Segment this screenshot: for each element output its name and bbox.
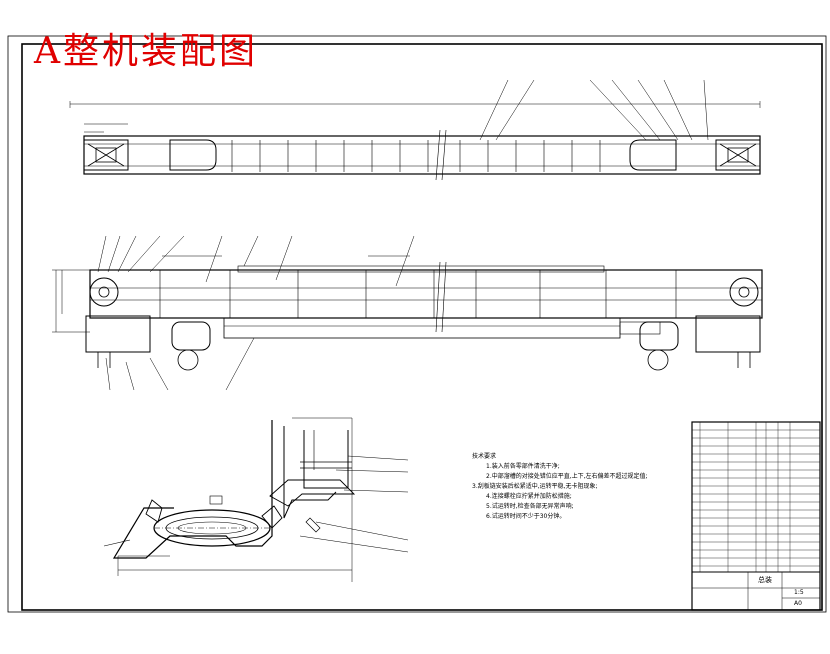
title-block-sheet: A0 — [794, 600, 802, 607]
cross-section-view — [103, 417, 409, 582]
plan-view — [69, 79, 761, 181]
tech-note-line: 1.装入前各零部件清洗干净; — [486, 463, 560, 470]
tech-notes-heading: 技术要求 — [472, 453, 497, 460]
title-block-scale: 1:5 — [794, 589, 804, 596]
sheet-outer-border — [7, 35, 827, 613]
sheet-inner-border — [21, 43, 823, 611]
side-elevation-view — [52, 235, 763, 391]
drawing-title: A整机装配图 — [34, 31, 258, 72]
technical-requirements: 技术要求 1.装入前各零部件清洗干净; 2.中部溜槽的对接处错位应平直,上下,左… — [472, 452, 682, 522]
tech-note-line: 5.试运转时,检查各部无异常声响; — [486, 503, 574, 510]
title-block — [691, 421, 821, 611]
tech-note-line: 2.中部溜槽的对接处错位应平直,上下,左右偏差不超过规定值; — [486, 473, 648, 480]
tech-note-line: 3.刮板链安装后松紧适中,运转平稳,无卡阻现象; — [472, 483, 598, 490]
title-block-name: 总装 — [758, 576, 772, 584]
tech-note-line: 4.连接螺栓应拧紧并加防松措施; — [486, 493, 572, 500]
tech-note-line: 6.试运转时间不少于30分钟。 — [486, 513, 566, 520]
